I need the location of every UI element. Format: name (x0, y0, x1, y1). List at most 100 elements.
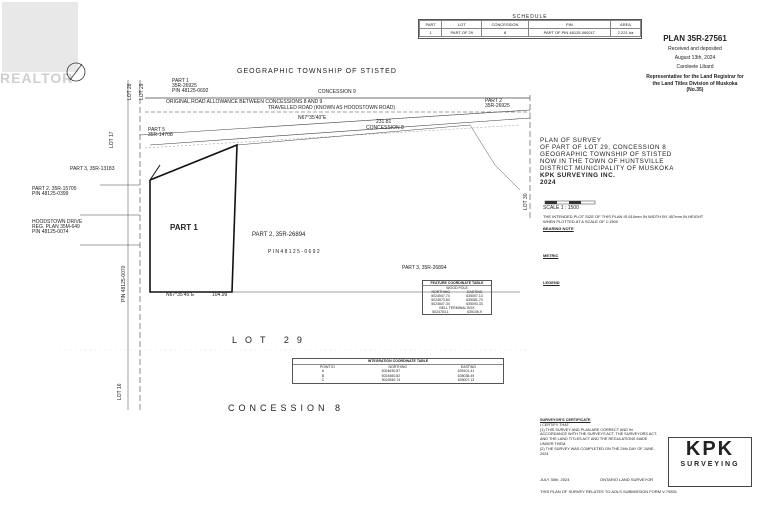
legend-head: LEGEND (543, 280, 560, 285)
lot-17-label: LOT 17 (109, 131, 115, 148)
registrar-name: Caroleete Libard (676, 64, 714, 70)
plan-number: PLAN 35R-27561 (663, 34, 727, 43)
metric-head: METRIC (543, 253, 559, 258)
table-cell: 5024560.82 (381, 373, 401, 378)
lot-16-label: LOT 16 (117, 383, 123, 400)
survey-title-line: OF PART OF LOT 29, CONCESSION 8 (540, 143, 667, 151)
part2-label: PART 2, 35R-26894 (252, 232, 306, 238)
concession-9-label: CONCESSION 9 (318, 89, 356, 95)
table-cell: C (321, 378, 325, 382)
table-cell: A (321, 369, 325, 373)
registration-box: PLAN 35R-27561 Received and deposited Au… (644, 34, 746, 138)
schedule-title: SCHEDULE (512, 14, 548, 20)
schedule-cell: 2.221 ha (610, 28, 641, 37)
parcel-line (494, 164, 521, 191)
pin-label: P I N 4 8 1 2 5 - 0 6 9 2 (268, 249, 320, 255)
table-cell: 5024607.34 (431, 302, 450, 306)
concession-8-label: CONCESSION 8 (228, 403, 345, 413)
survey-title-line: PLAN OF SURVEY (540, 137, 602, 144)
integration-col: NORTHING (388, 364, 408, 369)
lot-29-label: LOT 29 (232, 335, 310, 345)
survey-title-line: NOW IN THE TOWN OF HUNTSVILLE (540, 157, 665, 165)
scale-note: THE INTENDED PLOT SIZE OF THIS PLAN IS 6… (543, 214, 704, 224)
realtor-logo (2, 2, 78, 72)
table-cell: 5024547.74 (431, 294, 450, 298)
table-cell: B (321, 373, 325, 378)
part1-label: PART 1 (170, 223, 198, 232)
schedule-table: SCHEDULE PART LOT CONCESSION PIN AREA 1 … (418, 14, 642, 39)
schedule-cell: PART OF PIN 48125-0692LT (527, 28, 612, 37)
kpk-logo: KPK SURVEYING (668, 437, 752, 487)
pin-side-label: PIN 48125-0070 (121, 265, 127, 302)
road-line (149, 117, 531, 146)
part1-top-label: PART 1 35R-26925 PIN 48125-0692 (172, 78, 209, 94)
table-cell: 635007.13 (466, 294, 483, 298)
part3-right-label: PART 3, 35R-26894 (402, 265, 447, 271)
distance-bottom: 104.99 (212, 292, 228, 298)
representative-text: Representative for the Land Registrar fo… (646, 74, 744, 93)
part2-left-label: PART 2, 35R-15705 PIN 48125-0399 (32, 186, 77, 197)
north-arrow-icon (69, 63, 83, 81)
survey-title-line: DISTRICT MUNICIPALITY OF MUSKOKA (540, 164, 674, 172)
table-cell: 635106.9 (467, 310, 482, 314)
certificate-title: SURVEYOR'S CERTIFICATE (540, 418, 591, 422)
table-cell: 635038.49 (457, 373, 475, 378)
certificate-line: (2) THE SURVEY WAS COMPLETED ON THE 24th… (540, 446, 655, 456)
table-cell: 635081.70 (466, 298, 483, 302)
kpk-logo-sub: SURVEYING (680, 461, 740, 468)
table-cell: 635093.33 (466, 302, 483, 306)
road-line (139, 109, 531, 136)
received-text: Received and deposited (668, 46, 722, 52)
survey-year: 2024 (540, 178, 557, 186)
feature-coordinate-table: FEATURE COORDINATE TABLE WOOD POLE NORTH… (422, 280, 492, 315)
feature-col: EASTING (467, 290, 483, 294)
road-line (144, 124, 521, 149)
lot-29-top-label: LOT 29 (139, 83, 145, 100)
scale-label: SCALE 1 : 1500 (543, 205, 579, 211)
bearing-bottom: N67°35'45"E (166, 292, 195, 298)
road-allowance-label: ORIGINAL ROAD ALLOWANCE BETWEEN CONCESSI… (166, 99, 323, 105)
feature-table-sub: WOOD POLE (446, 286, 468, 290)
surveyor-certificate: SURVEYOR'S CERTIFICATE I CERTIFY THAT: (… (540, 418, 658, 456)
township-label: GEOGRAPHIC TOWNSHIP OF STISTED (237, 68, 397, 75)
certificate-date: JULY 30th, 2024 (540, 477, 570, 482)
table-cell: 5024630.57 (381, 369, 401, 373)
survey-title-line: GEOGRAPHIC TOWNSHIP OF STISTED (540, 150, 672, 158)
certificate-footer: THIS PLAN OF SURVEY RELATES TO AOLS SUBM… (540, 489, 678, 494)
table-cell: 5024573.60 (431, 298, 450, 302)
table-cell: 635101.41 (457, 369, 475, 373)
feature-table-title: FEATURE COORDINATE TABLE (423, 281, 491, 286)
survey-company: KPK SURVEYING INC. (540, 171, 616, 179)
concession-8-top-label: CONCESSION 8 (366, 125, 404, 131)
bearing-note-head: BEARING NOTE (543, 226, 574, 231)
parcel-line (236, 124, 471, 146)
kpk-logo-text: KPK (685, 438, 735, 460)
table-cell: 5024549.74 (381, 378, 401, 382)
part3-left-label: PART 3, 35R-13183 (70, 166, 115, 172)
integration-col: POINT ID (319, 364, 335, 369)
integration-title: INTEGRATION COORDINATE TABLE (293, 359, 503, 365)
feature-col: NORTHING (431, 290, 451, 294)
table-cell: 5024763.1 (432, 310, 449, 314)
part5-label: PART 5 35R-14708 (148, 127, 173, 138)
parcel-line (149, 164, 161, 181)
hoodstown-label: HOODSTOWN DRIVE REG. PLAN 35M-649 PIN 48… (32, 219, 83, 235)
part-1-boundary (149, 143, 238, 293)
realtor-watermark: REALTOR (0, 70, 74, 86)
parcel-line (469, 124, 496, 166)
certificate-line: I CERTIFY THAT: (540, 422, 570, 427)
table-cell: 635007.13 (457, 378, 475, 382)
scale-bar (569, 201, 581, 204)
survey-title-block: PLAN OF SURVEY OF PART OF LOT 29, CONCES… (540, 137, 674, 186)
integration-col: EASTING (460, 364, 477, 369)
feature-table-sub2: BELL TERMINAL BOX (439, 306, 475, 310)
received-date: August 13th, 2024 (674, 55, 716, 61)
integration-coordinate-table: INTEGRATION COORDINATE TABLE POINT ID NO… (292, 358, 504, 384)
travelled-road-label: TRAVELLED ROAD (KNOWN AS HOODSTOWN ROAD) (268, 105, 396, 111)
bearing-top: N67°35'40"E (298, 115, 327, 121)
schedule-cell: 1 (418, 28, 443, 37)
schedule-cell: 8 (481, 28, 529, 37)
lot-30-label: LOT 30 (523, 193, 529, 210)
certificate-line: (1) THIS SURVEY AND PLAN ARE CORRECT AND… (540, 427, 658, 446)
